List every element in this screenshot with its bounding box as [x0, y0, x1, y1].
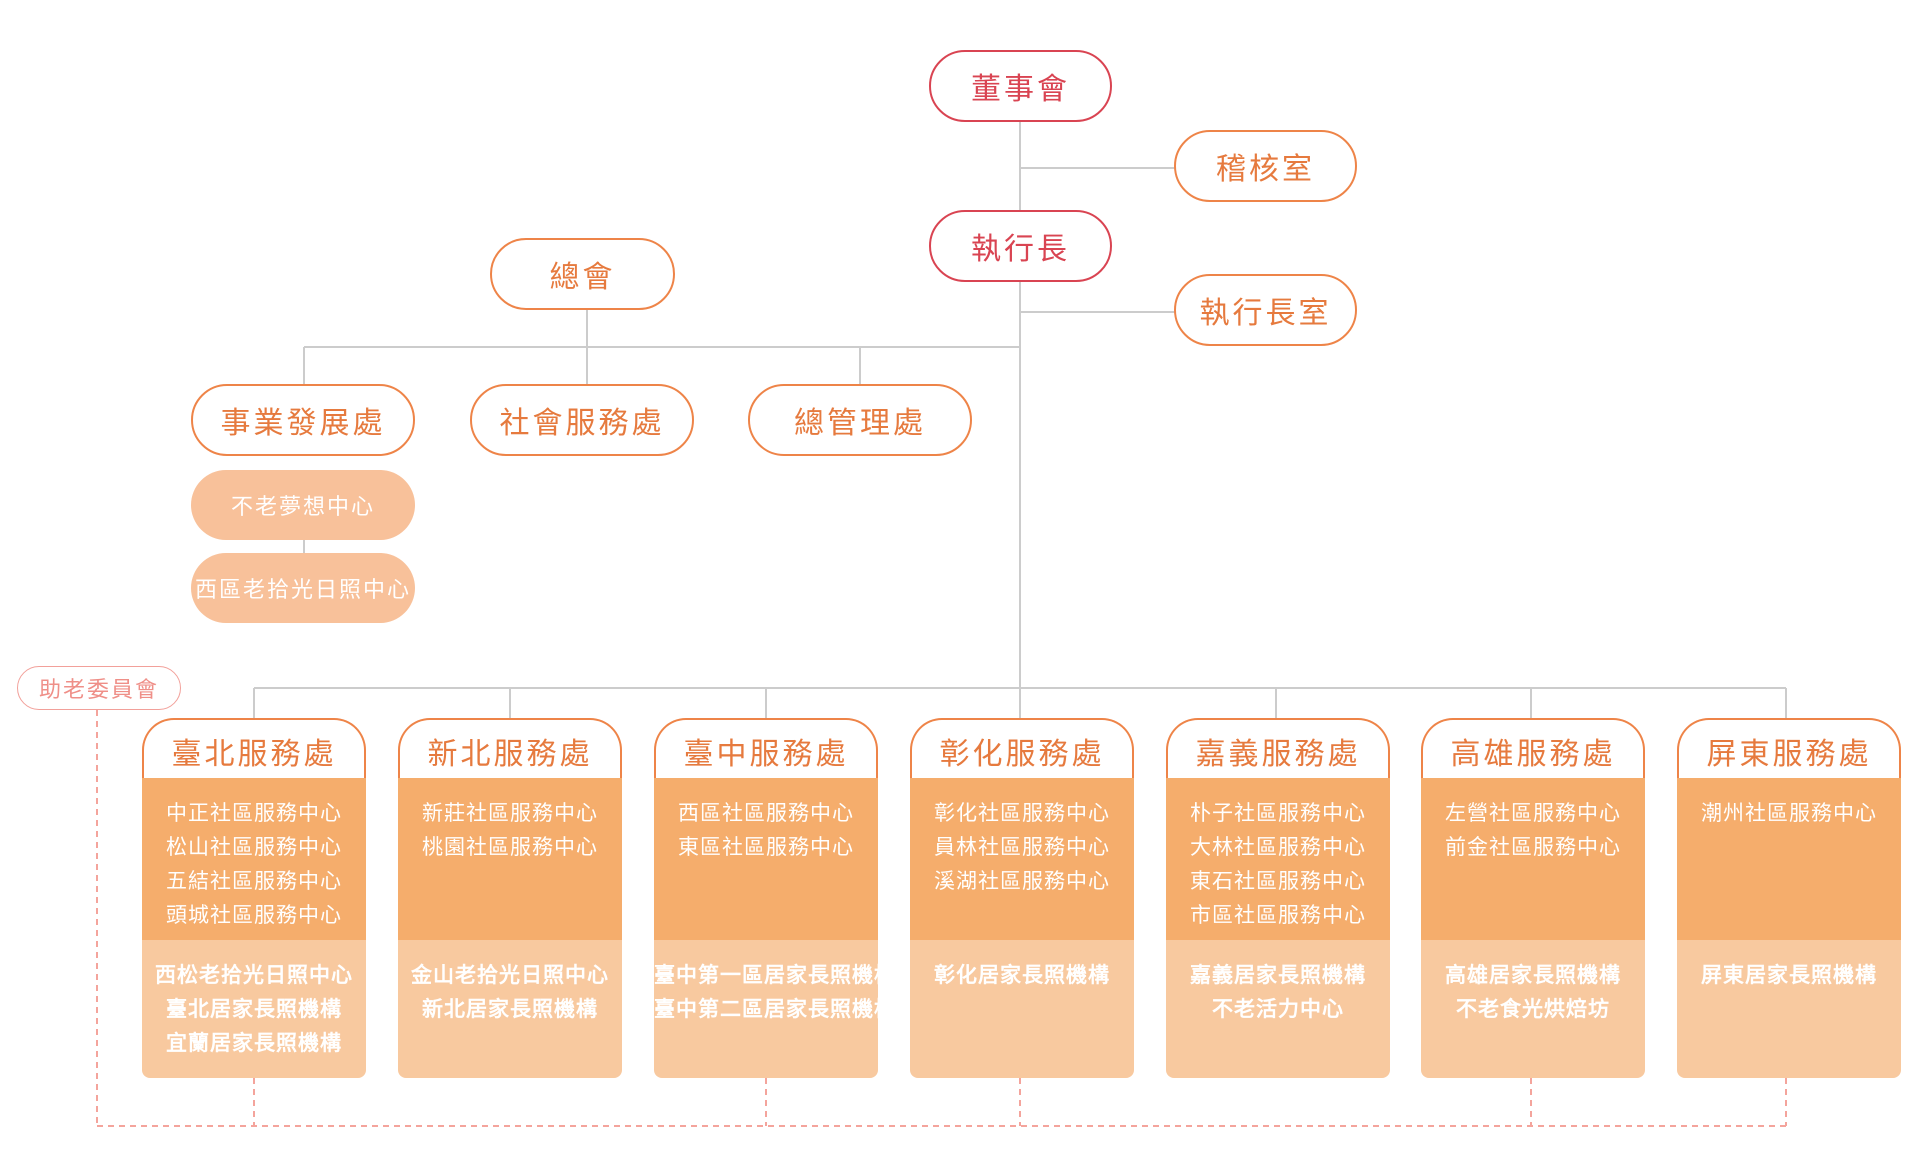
facility-item: 西松老拾光日照中心	[155, 963, 353, 987]
facility-item: 金山老拾光日照中心	[411, 963, 609, 987]
audit-node: 稽核室	[1174, 130, 1357, 202]
service-office-title: 嘉義服務處	[1166, 718, 1390, 782]
community-center-item: 東石社區服務中心	[1190, 869, 1366, 893]
service-office-card: 高雄服務處左營社區服務中心前金社區服務中心高雄居家長照機構不老食光烘焙坊	[1421, 718, 1645, 1078]
facility-item: 不老活力中心	[1212, 997, 1344, 1021]
community-center-item: 新莊社區服務中心	[422, 801, 598, 825]
community-center-item: 員林社區服務中心	[934, 835, 1110, 859]
facility-item: 新北居家長照機構	[422, 997, 598, 1021]
facility-list: 金山老拾光日照中心新北居家長照機構	[398, 940, 622, 1078]
ceo-office-node: 執行長室	[1174, 274, 1357, 346]
ceo-node: 執行長	[929, 210, 1112, 282]
dream-center-label: 不老夢想中心	[230, 495, 375, 520]
service-office-card: 臺中服務處西區社區服務中心東區社區服務中心臺中第一區居家長照機構臺中第二區居家長…	[654, 718, 896, 1078]
ceo-office-label: 執行長室	[1199, 296, 1332, 331]
service-office-card: 嘉義服務處朴子社區服務中心大林社區服務中心東石社區服務中心市區社區服務中心嘉義居…	[1166, 718, 1390, 1078]
community-center-list: 彰化社區服務中心員林社區服務中心溪湖社區服務中心	[910, 778, 1134, 940]
facility-item: 高雄居家長照機構	[1445, 963, 1621, 987]
general-admin-node: 總管理處	[748, 384, 972, 456]
service-office-card: 屏東服務處潮州社區服務中心屏東居家長照機構	[1677, 718, 1901, 1078]
community-center-item: 溪湖社區服務中心	[934, 869, 1110, 893]
business-dev-label: 事業發展處	[220, 406, 386, 441]
community-center-item: 前金社區服務中心	[1445, 835, 1621, 859]
west-day-center-node: 西區老拾光日照中心	[191, 553, 415, 623]
audit-label: 稽核室	[1216, 152, 1315, 187]
service-office-card: 彰化服務處彰化社區服務中心員林社區服務中心溪湖社區服務中心彰化居家長照機構	[910, 718, 1134, 1078]
social-service-node: 社會服務處	[470, 384, 694, 456]
facility-list: 嘉義居家長照機構不老活力中心	[1166, 940, 1390, 1078]
facility-list: 西松老拾光日照中心臺北居家長照機構宜蘭居家長照機構	[142, 940, 366, 1078]
facility-list: 臺中第一區居家長照機構臺中第二區居家長照機構	[654, 940, 896, 1078]
dream-center-node: 不老夢想中心	[191, 470, 415, 540]
business-dev-node: 事業發展處	[191, 384, 415, 456]
facility-list: 屏東居家長照機構	[1677, 940, 1901, 1078]
facility-list: 彰化居家長照機構	[910, 940, 1134, 1078]
community-center-list: 西區社區服務中心東區社區服務中心	[654, 778, 878, 940]
community-center-list: 新莊社區服務中心桃園社區服務中心	[398, 778, 622, 940]
hq-node: 總會	[490, 238, 675, 310]
community-center-item: 桃園社區服務中心	[422, 835, 598, 859]
community-center-list: 中正社區服務中心松山社區服務中心五結社區服務中心頭城社區服務中心	[142, 778, 366, 940]
facility-item: 彰化居家長照機構	[934, 963, 1110, 987]
facility-item: 宜蘭居家長照機構	[166, 1031, 342, 1055]
service-office-title: 新北服務處	[398, 718, 622, 782]
service-office-title: 臺北服務處	[142, 718, 366, 782]
community-center-item: 東區社區服務中心	[678, 835, 854, 859]
community-center-item: 西區社區服務中心	[678, 801, 854, 825]
community-center-item: 松山社區服務中心	[166, 835, 342, 859]
community-center-item: 左營社區服務中心	[1445, 801, 1621, 825]
committee-node: 助老委員會	[17, 666, 181, 710]
facility-item: 屏東居家長照機構	[1701, 963, 1877, 987]
service-office-card: 新北服務處新莊社區服務中心桃園社區服務中心金山老拾光日照中心新北居家長照機構	[398, 718, 622, 1078]
community-center-item: 市區社區服務中心	[1190, 903, 1366, 927]
facility-item: 臺中第二區居家長照機構	[654, 997, 896, 1021]
community-center-list: 左營社區服務中心前金社區服務中心	[1421, 778, 1645, 940]
community-center-item: 中正社區服務中心	[166, 801, 342, 825]
community-center-list: 朴子社區服務中心大林社區服務中心東石社區服務中心市區社區服務中心	[1166, 778, 1390, 940]
general-admin-label: 總管理處	[794, 406, 926, 441]
service-office-card: 臺北服務處中正社區服務中心松山社區服務中心五結社區服務中心頭城社區服務中心西松老…	[142, 718, 366, 1078]
board-label: 董事會	[971, 72, 1070, 107]
facility-list: 高雄居家長照機構不老食光烘焙坊	[1421, 940, 1645, 1078]
community-center-item: 五結社區服務中心	[166, 869, 342, 893]
facility-item: 臺中第一區居家長照機構	[654, 963, 896, 987]
social-service-label: 社會服務處	[499, 406, 665, 441]
service-office-title: 高雄服務處	[1421, 718, 1645, 782]
service-office-title: 屏東服務處	[1677, 718, 1901, 782]
community-center-item: 大林社區服務中心	[1190, 835, 1366, 859]
community-center-item: 朴子社區服務中心	[1190, 801, 1366, 825]
board-node: 董事會	[929, 50, 1112, 122]
service-office-title: 彰化服務處	[910, 718, 1134, 782]
hq-label: 總會	[549, 260, 616, 295]
west-day-center-label: 西區老拾光日照中心	[194, 578, 411, 603]
community-center-list: 潮州社區服務中心	[1677, 778, 1901, 940]
facility-item: 不老食光烘焙坊	[1456, 997, 1610, 1021]
facility-item: 臺北居家長照機構	[166, 997, 342, 1021]
service-office-title: 臺中服務處	[654, 718, 878, 782]
community-center-item: 彰化社區服務中心	[934, 801, 1110, 825]
committee-label: 助老委員會	[38, 678, 159, 703]
community-center-item: 頭城社區服務中心	[166, 903, 342, 927]
facility-item: 嘉義居家長照機構	[1190, 963, 1366, 987]
community-center-item: 潮州社區服務中心	[1701, 801, 1877, 825]
ceo-label: 執行長	[971, 232, 1070, 267]
